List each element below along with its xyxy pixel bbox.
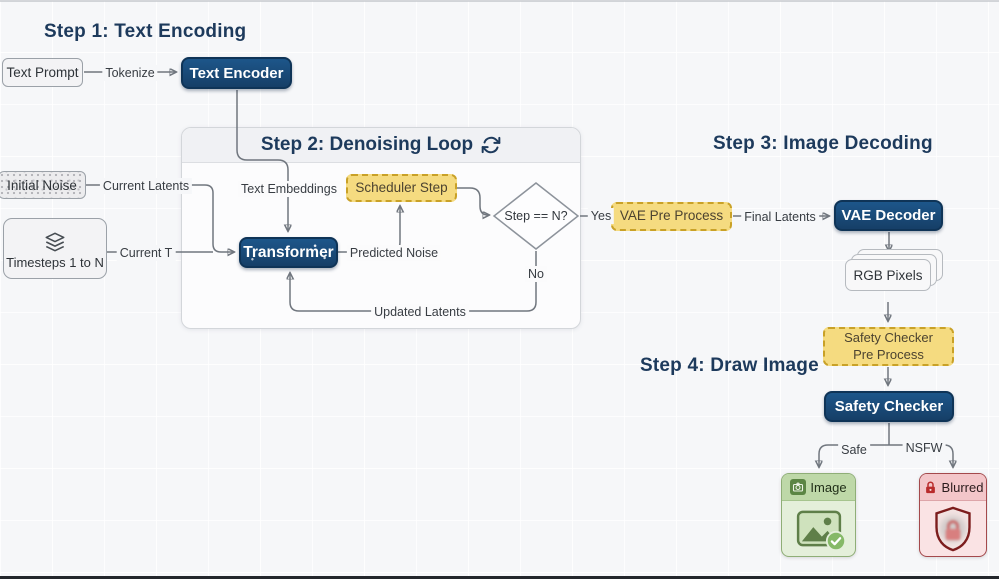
denoising-loop-panel-header: Step 2: Denoising Loop — [182, 128, 580, 163]
image-result-card: Image — [781, 473, 856, 557]
blurred-card-label: Blurred — [941, 479, 984, 495]
safety-pre-line2: Pre Process — [853, 346, 924, 362]
check-icon — [825, 530, 846, 552]
shield-icon — [935, 506, 971, 552]
tokenize-label: Tokenize — [102, 65, 158, 82]
rgb-pixels-stack: RGB Pixels — [845, 249, 945, 304]
image-card-label: Image — [810, 479, 847, 495]
blurred-result-card: Blurred — [919, 473, 987, 557]
yes-label: Yes — [587, 208, 615, 225]
camera-icon — [790, 479, 807, 495]
safety-pre-label: Safety Checker Pre Process — [844, 330, 933, 363]
safety-checker-node: Safety Checker — [824, 391, 954, 422]
decision-node: Step == N? — [491, 180, 581, 252]
edge-text-embeddings — [236, 90, 288, 231]
current-t-label: Current T — [116, 245, 176, 262]
rgb-pixels-node: RGB Pixels — [845, 259, 931, 291]
text-encoder-node: Text Encoder — [181, 57, 292, 89]
initial-noise-node: Initial Noise — [0, 171, 86, 199]
picture-icon — [795, 510, 846, 552]
updated-latents-label: Updated Latents — [371, 304, 469, 321]
safety-pre-line1: Safety Checker — [844, 330, 933, 346]
layers-icon — [45, 232, 65, 252]
text-embeddings-label: Text Embeddings — [238, 181, 340, 198]
scheduler-step-node: Scheduler Step — [346, 174, 457, 202]
safe-label: Safe — [838, 442, 870, 459]
window-top-edge — [0, 0, 999, 2]
window-bottom-edge — [0, 576, 999, 579]
no-label: No — [525, 266, 547, 283]
transformer-node: Transformer — [239, 237, 338, 268]
current-latents-label: Current Latents — [99, 178, 193, 195]
lock-icon — [925, 480, 935, 493]
image-card-header: Image — [782, 474, 855, 501]
edge-scheduler-to-decision — [457, 187, 489, 215]
predicted-noise-label: Predicted Noise — [346, 245, 442, 262]
edge-current-latents — [86, 184, 234, 252]
step1-heading: Step 1: Text Encoding — [44, 21, 247, 42]
blurred-card-header: Blurred — [920, 474, 986, 501]
vae-decoder-node: VAE Decoder — [834, 200, 943, 231]
blurred-card-body — [920, 501, 986, 556]
final-latents-label: Final Latents — [741, 209, 819, 226]
vae-pre-process-node: VAE Pre Process — [611, 202, 732, 231]
timesteps-node: Timesteps 1 to N — [3, 218, 107, 279]
edge-safe — [819, 444, 889, 467]
step2-heading: Step 2: Denoising Loop — [260, 134, 474, 155]
text-prompt-node: Text Prompt — [2, 58, 83, 87]
diamond-shape — [492, 182, 580, 250]
loop-icon — [481, 136, 501, 154]
safety-checker-pre-process-node: Safety Checker Pre Process — [823, 327, 954, 366]
image-card-body — [782, 501, 855, 556]
step3-heading: Step 3: Image Decoding — [713, 133, 933, 154]
nsfw-label: NSFW — [902, 440, 946, 457]
step4-heading: Step 4: Draw Image — [640, 355, 819, 376]
timesteps-label: Timesteps 1 to N — [6, 255, 104, 270]
decision-label: Step == N? — [504, 209, 568, 223]
